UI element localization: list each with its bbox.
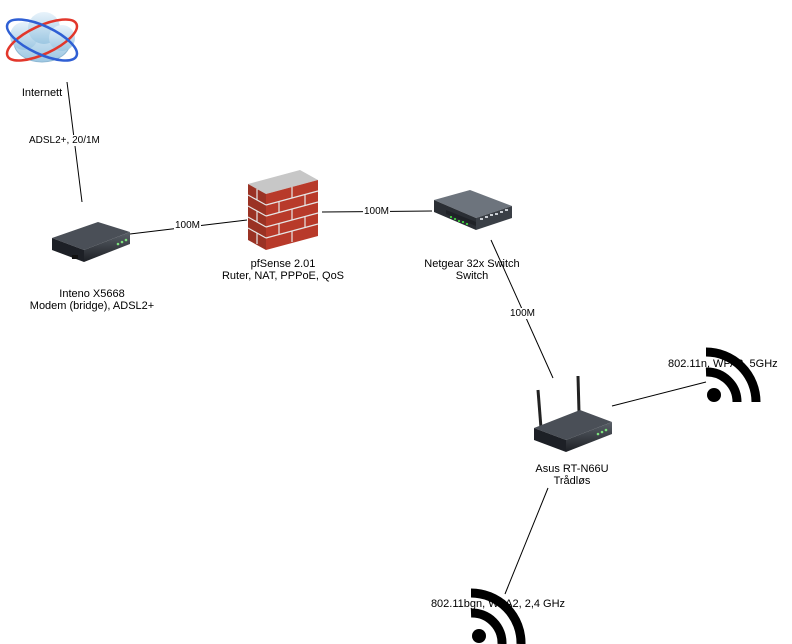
edge-label-switch-router: 100M [509,308,537,319]
switch-label: Netgear 32x Switch Switch [402,258,542,282]
firewall-label: pfSense 2.01 Ruter, NAT, PPPoE, QoS [198,258,368,282]
switch-icon [434,190,512,230]
router-label: Asus RT-N66U Trådløs [512,463,632,487]
edge-label-internet-modem: ADSL2+, 20/1M [28,135,101,146]
wifi24-label: 802.11bgn, WPA2, 2,4 GHz [430,598,566,610]
modem-role: Modem (bridge), ADSL2+ [29,300,155,312]
edge-label-firewall-switch: 100M [363,206,391,217]
edge-router-wifi5 [611,381,707,407]
firewall-role: Ruter, NAT, PPPoE, QoS [221,270,345,282]
firewall-icon [247,170,319,250]
wifi5-label: 802.11n, WPA2, 5GHz [668,358,778,370]
cloud-globe-icon [5,12,79,63]
internet-label: Internett [21,87,63,99]
wifi-signal-icon [470,588,526,644]
wireless-router-icon [534,375,612,452]
firewall-name: pfSense 2.01 [250,258,316,270]
edge-router-wifi24 [504,487,549,595]
router-role: Trådløs [553,475,591,487]
switch-role: Switch [455,270,489,282]
switch-name: Netgear 32x Switch [424,258,520,270]
modem-label: Inteno X5668 Modem (bridge), ADSL2+ [2,288,182,312]
modem-icon [52,222,130,262]
router-name: Asus RT-N66U [535,463,609,475]
edge-label-modem-firewall: 100M [174,220,202,231]
wifi-signal-icon [705,347,761,403]
modem-name: Inteno X5668 [59,288,125,300]
